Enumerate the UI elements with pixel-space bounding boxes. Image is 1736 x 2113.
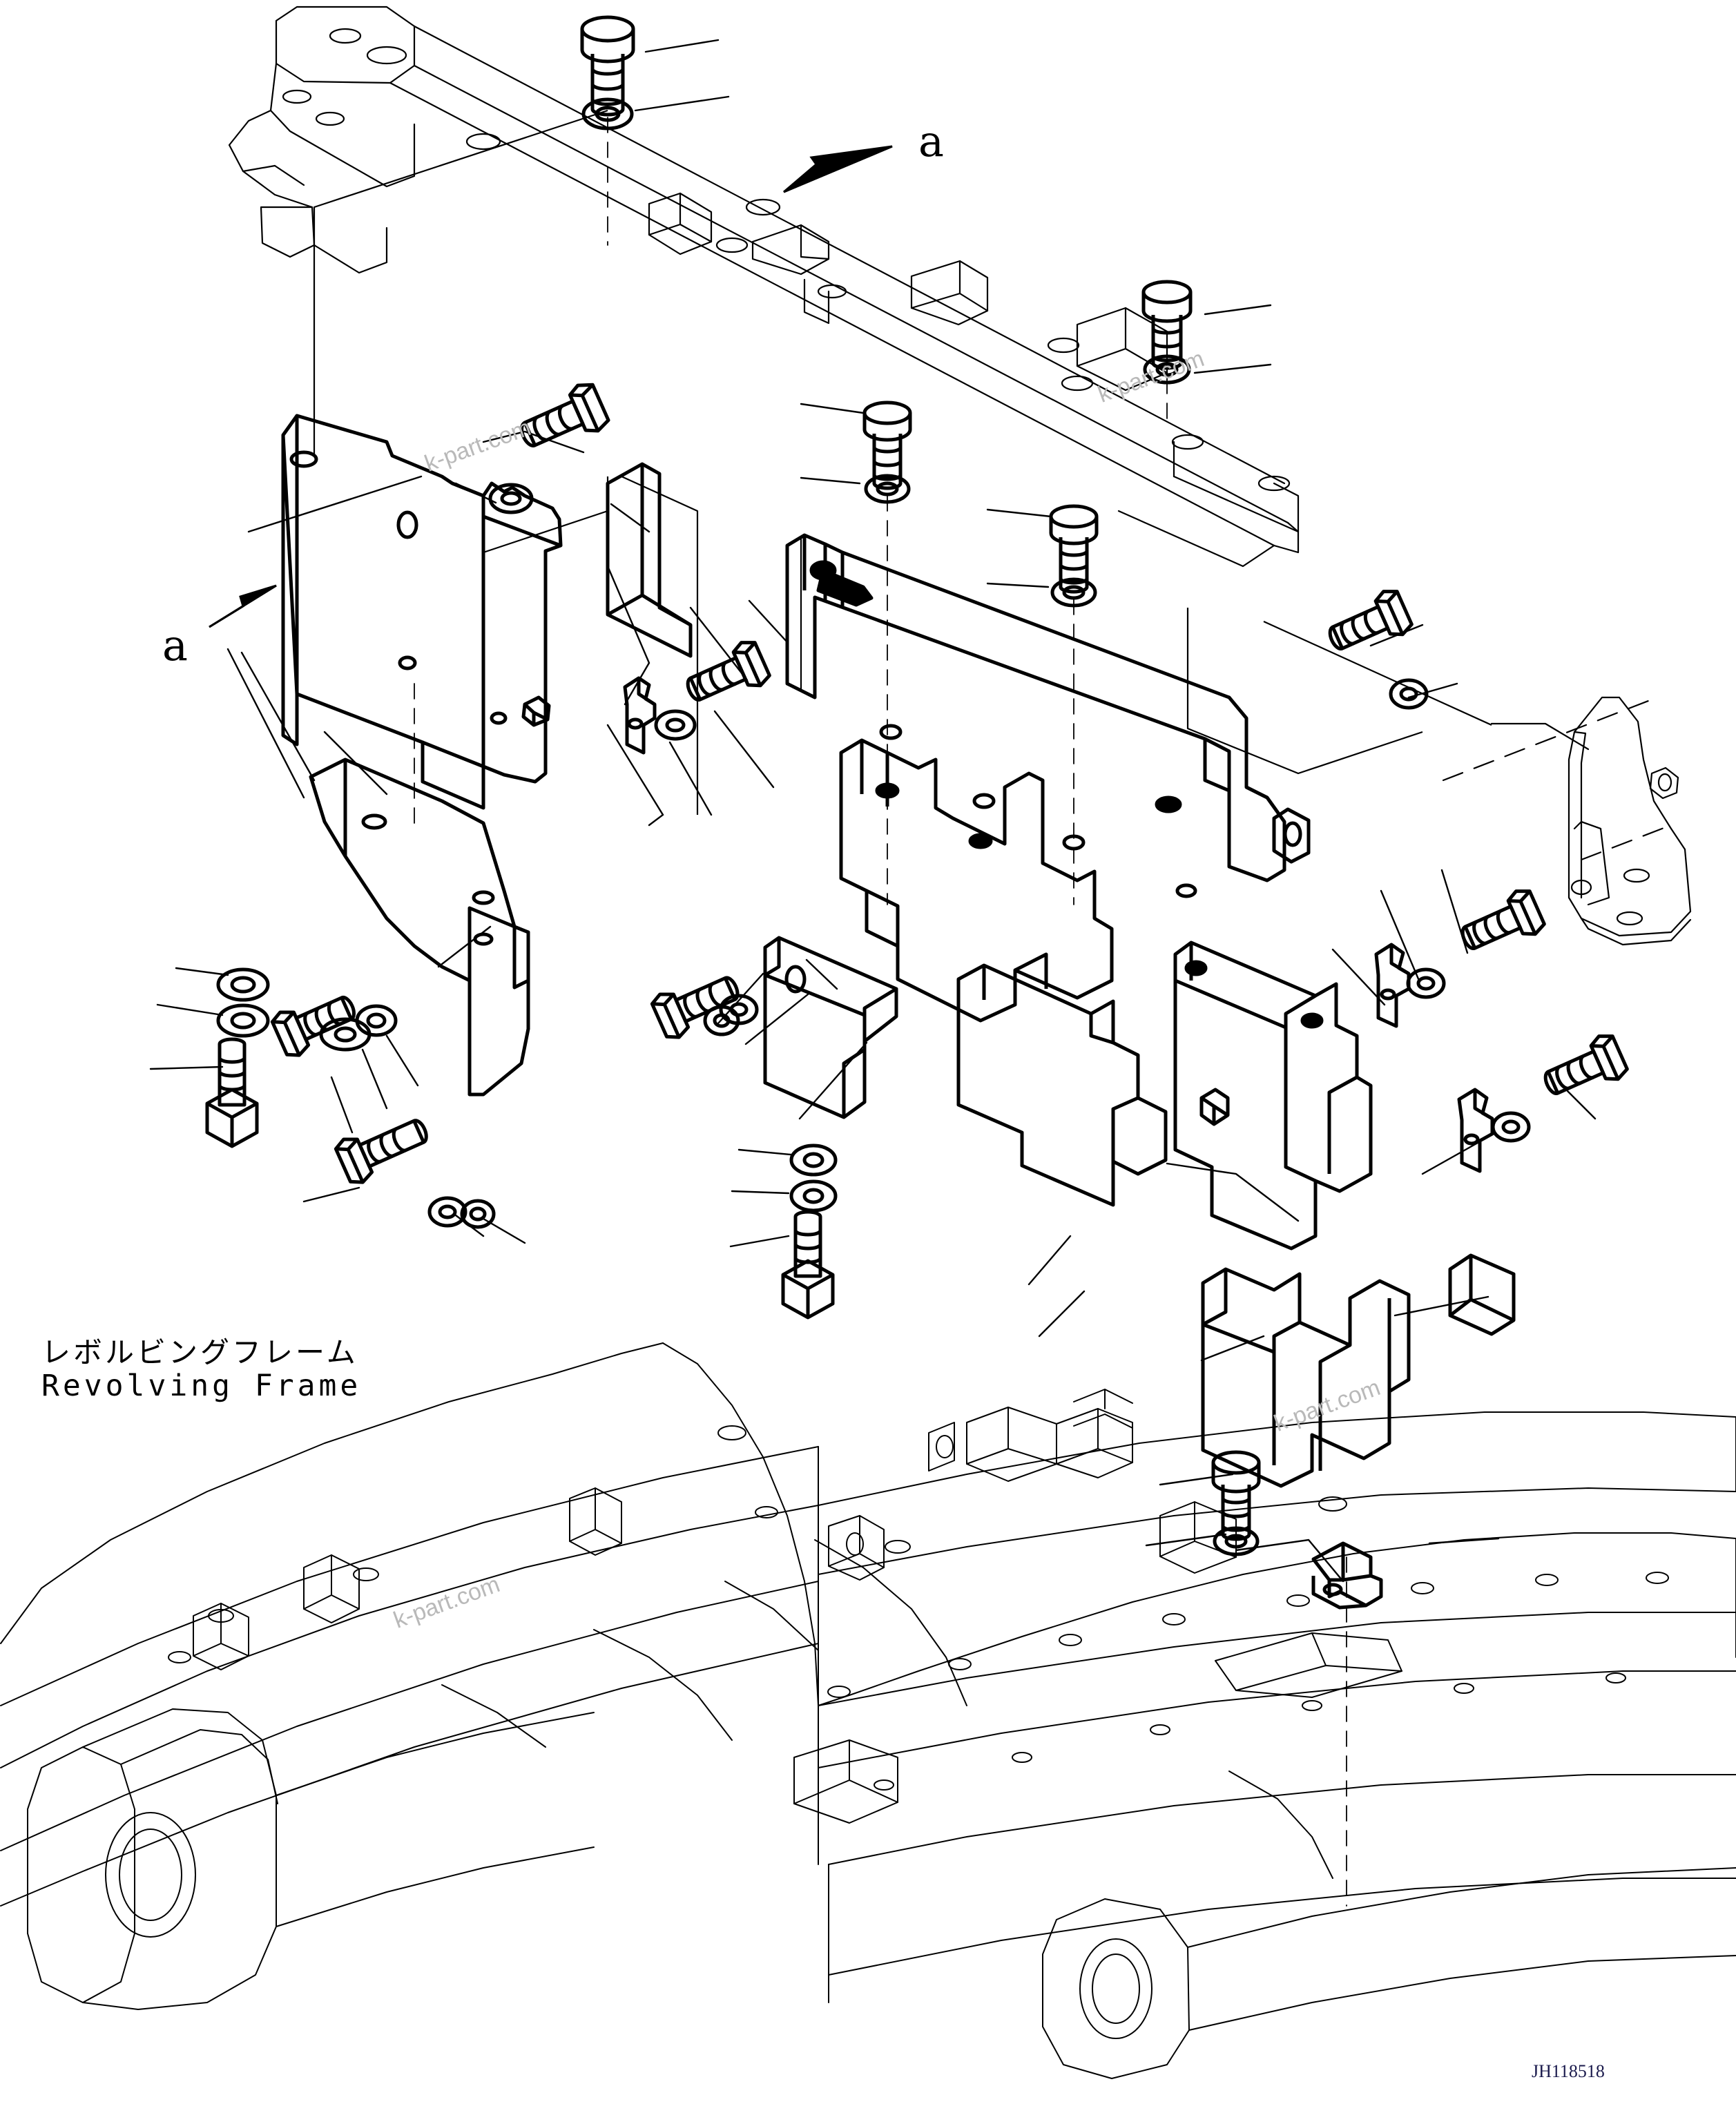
washer-right-clip-upper [1406, 967, 1446, 999]
washer-top-left [581, 97, 634, 131]
washer-center-mid [1050, 577, 1097, 608]
bolt-left-mid [686, 641, 771, 702]
guide-edge-right-2 [1263, 620, 1492, 726]
left-angle-bracket [606, 462, 693, 658]
clip-right-upper [1374, 943, 1411, 1028]
washer-lower-left-d [355, 1004, 398, 1037]
right-lower-panel [1201, 1267, 1411, 1488]
plate-small-center [763, 936, 898, 1119]
washer-lower-left-c [319, 1017, 372, 1052]
right-bracket-panel [1173, 940, 1373, 1251]
bolt-center-lower [650, 976, 740, 1039]
washer-left-mid [654, 709, 697, 741]
left-lower-guard-panel [309, 758, 530, 1097]
bolt-nut-plate [781, 1210, 835, 1320]
section-mark-a-left: a [162, 620, 188, 670]
washer-right-clip-lower [1491, 1111, 1531, 1143]
washer-plate-a [789, 1144, 838, 1177]
washer-top-right [1143, 354, 1191, 385]
washer-lower-left-b [216, 1003, 270, 1038]
upper-frame-rail [228, 6, 1300, 568]
washer-bottom-left-a [427, 1196, 467, 1228]
washer-bottom-clip [1213, 1526, 1260, 1556]
left-side-guard-panel [281, 414, 563, 810]
leader-lines [149, 39, 1597, 1583]
washer-center-upper [864, 474, 911, 504]
caption-english: Revolving Frame [41, 1369, 362, 1403]
bolt-right-upper [1328, 590, 1414, 650]
bolt-right-clip-lower [1543, 1034, 1629, 1095]
guide-edge-right [1186, 608, 1423, 775]
center-panel-flat [956, 963, 1168, 1207]
clip-bottom [1311, 1541, 1383, 1610]
caption-japanese: レボルビングフレーム [41, 1335, 358, 1369]
washer-plate-b [789, 1179, 838, 1213]
bolt-top-left [580, 15, 635, 117]
guide-edge-upper-left [313, 109, 608, 456]
revolving-frame [0, 1342, 1736, 2079]
washer-left-guard-upper [488, 483, 534, 514]
washer-lower-left-a [216, 967, 270, 1002]
bolt-nut-lower-left [205, 1037, 259, 1148]
washer-right-upper [1389, 678, 1429, 710]
bolt-left-guard-upper [520, 383, 610, 447]
bolt-bottom-clip [1211, 1450, 1261, 1541]
washer-bottom-left-b [460, 1199, 496, 1229]
clip-right-lower [1457, 1088, 1494, 1173]
center-lower-cover [839, 738, 1114, 1023]
section-arrows [209, 145, 893, 628]
cap-right [1448, 1253, 1516, 1336]
section-mark-a-top: a [918, 116, 944, 166]
guide-edge-mid [621, 475, 699, 815]
bolt-bottom-left [334, 1119, 428, 1184]
center-upper-cover [785, 533, 1311, 898]
clip-left-mid [623, 676, 657, 755]
washer-center-lower-b [703, 1005, 740, 1036]
bolt-right-clip-upper [1460, 889, 1546, 950]
drawing-number: JH118518 [1532, 2061, 1605, 2081]
right-reference-bracket [1442, 696, 1692, 946]
